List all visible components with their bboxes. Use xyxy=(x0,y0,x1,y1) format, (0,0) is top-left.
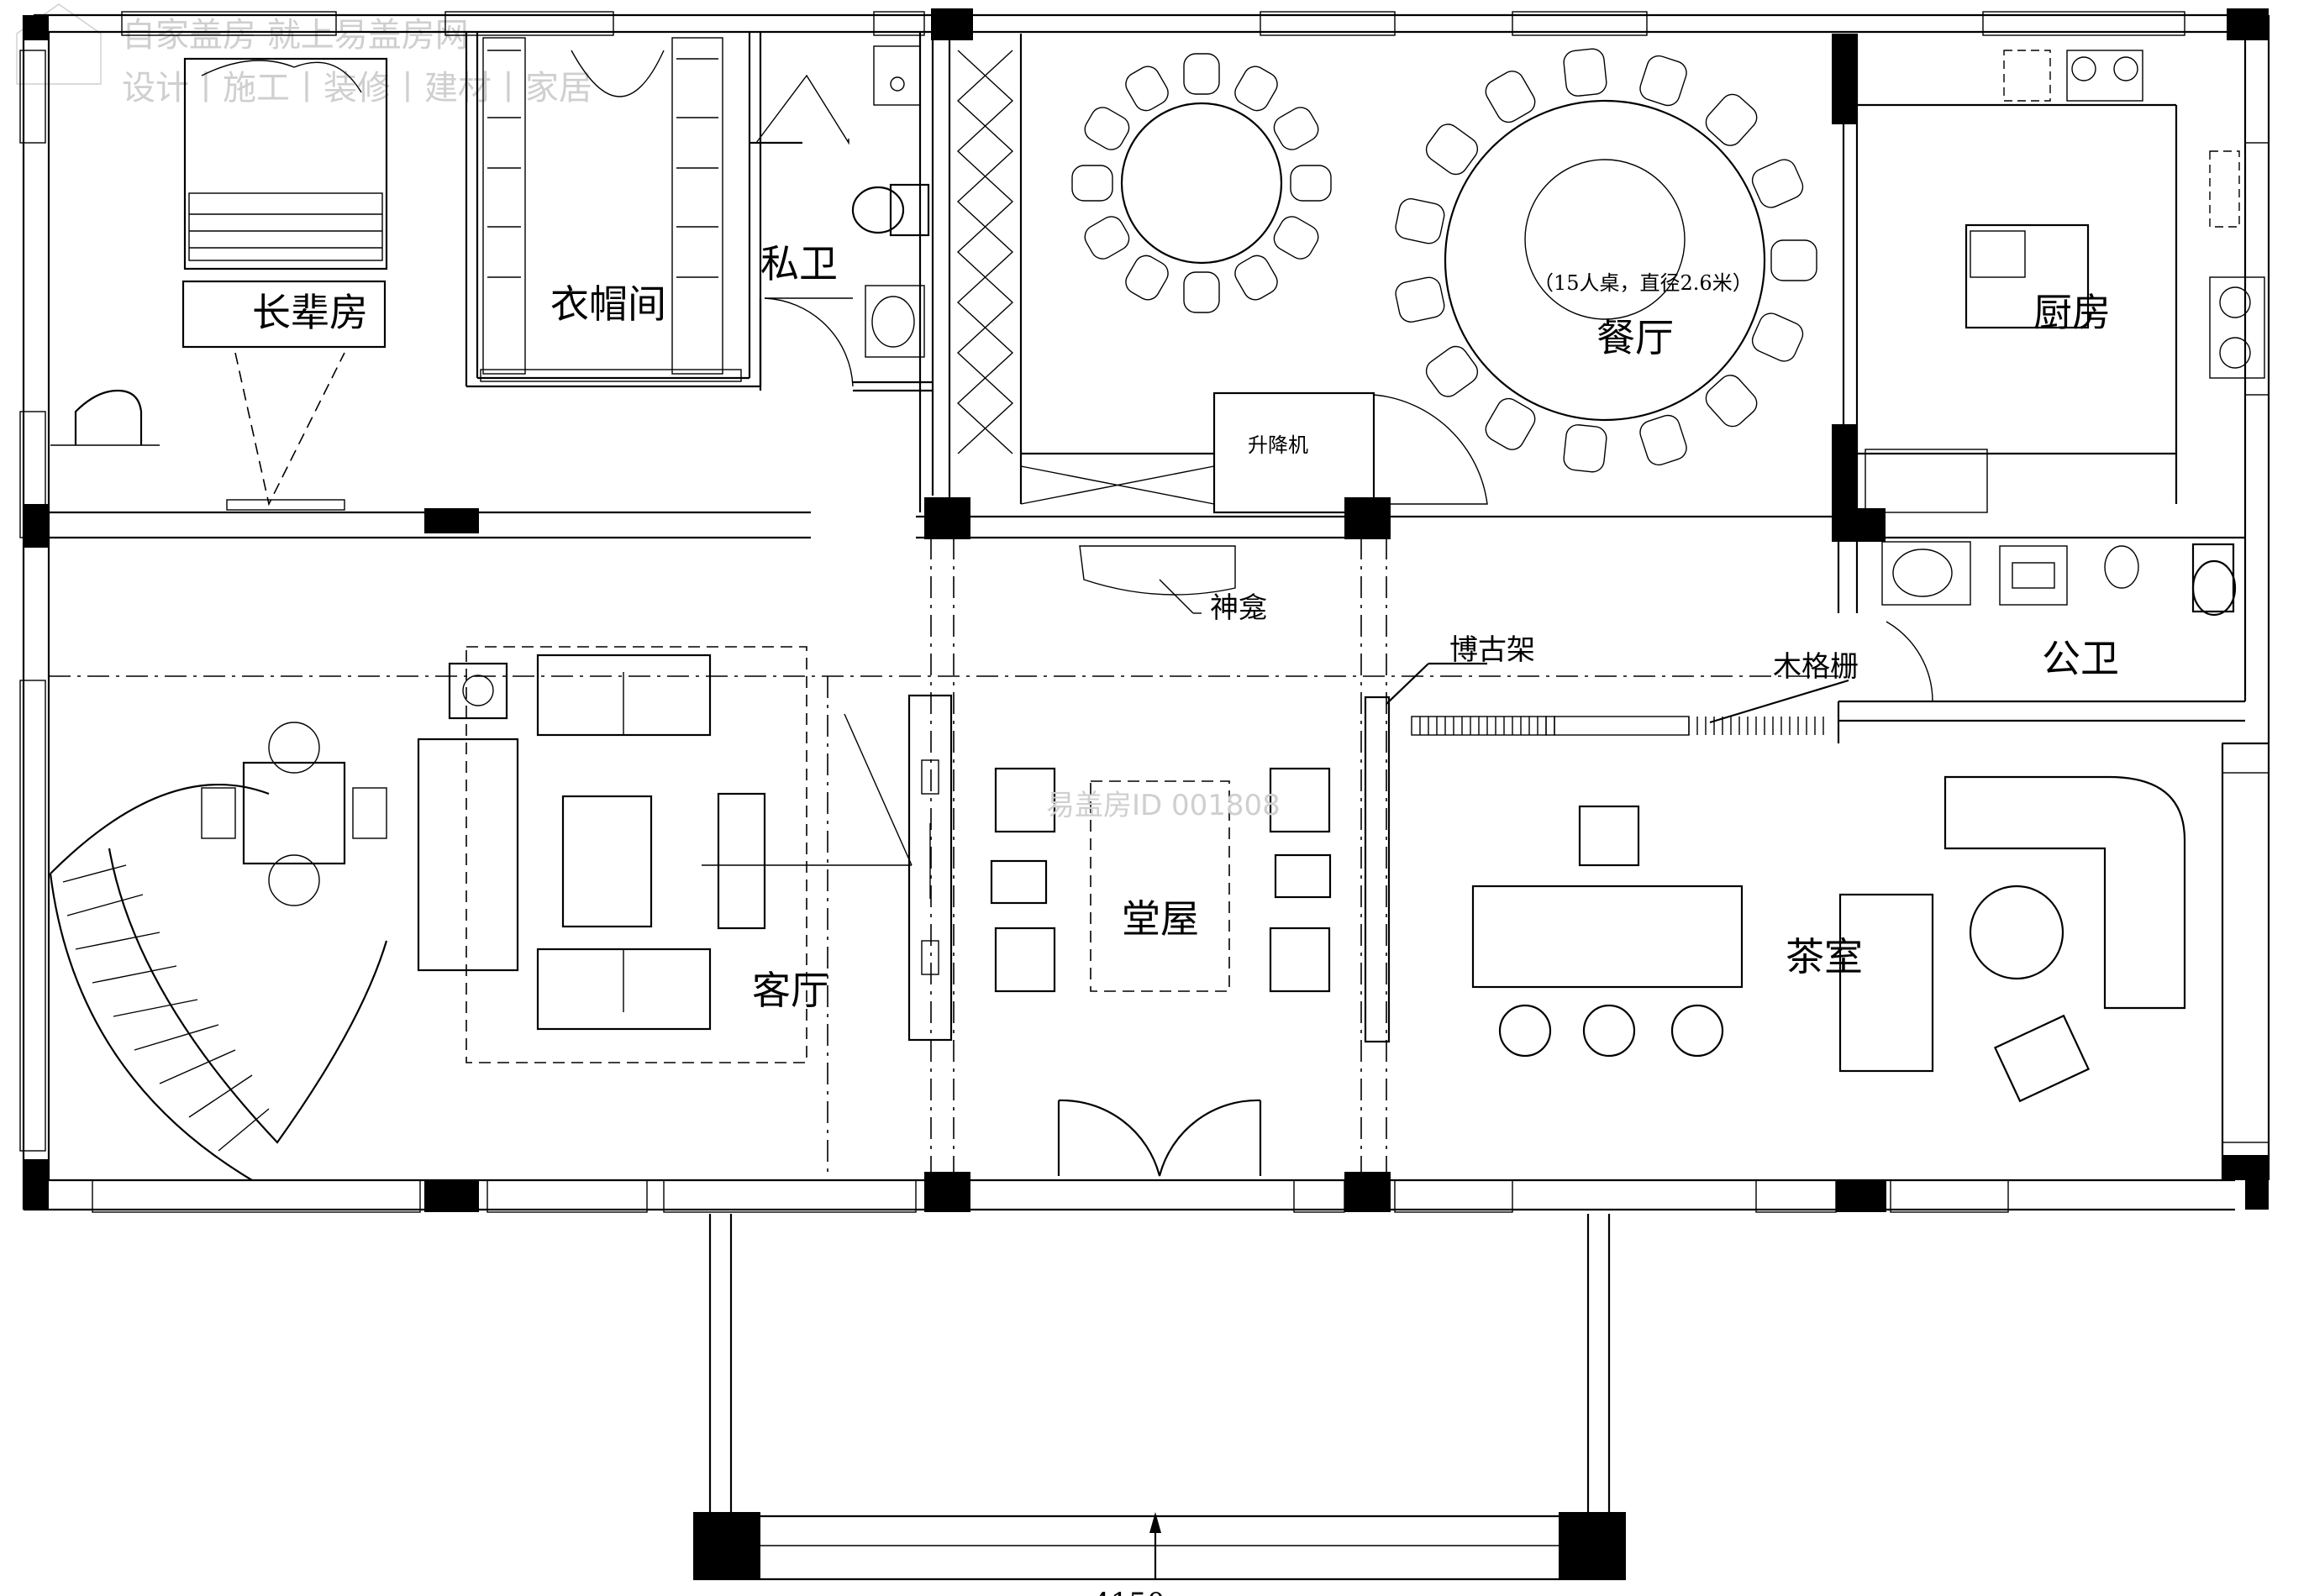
card-table xyxy=(242,761,346,865)
dimension-label: 4150 xyxy=(1092,1587,1165,1596)
main-hall xyxy=(990,767,1332,1177)
elder-room xyxy=(50,57,388,511)
dining-chair xyxy=(1485,397,1536,450)
armchair xyxy=(74,389,143,445)
label-curio-shelf: 博古架 xyxy=(1449,633,1535,667)
dining-chair xyxy=(1425,345,1479,397)
elevator-label: 升降机 xyxy=(1248,433,1308,457)
dining-chair xyxy=(1751,312,1804,362)
label-cloakroom: 衣帽间 xyxy=(550,281,666,327)
watermark-id: 易盖房ID 001808 xyxy=(1046,789,1281,822)
tv-cabinet xyxy=(717,792,766,930)
dining-chair xyxy=(1705,93,1758,146)
dining-chair xyxy=(1183,271,1220,313)
entrance-door xyxy=(1057,1099,1262,1177)
round-table-large xyxy=(1444,99,1766,422)
tea-table xyxy=(1471,885,1744,989)
label-kitchen: 厨房 xyxy=(2033,290,2111,335)
dining-chair xyxy=(1084,107,1130,150)
label-living: 客厅 xyxy=(752,968,829,1013)
cloakroom xyxy=(480,37,742,382)
toilet xyxy=(889,183,930,237)
tea-sofa xyxy=(1838,893,1934,1073)
dining-chair xyxy=(1485,71,1536,123)
dining-chair xyxy=(1183,53,1220,95)
dining-chair xyxy=(1395,198,1445,244)
stair-elevator: 升降机 xyxy=(956,50,1488,505)
dining-chair xyxy=(1071,165,1113,202)
bed xyxy=(183,57,388,270)
dining-chair xyxy=(1751,159,1804,208)
island xyxy=(1964,223,2090,329)
dining-chair xyxy=(1234,66,1278,112)
sofa-left xyxy=(417,738,519,972)
dining-chair xyxy=(1234,255,1278,301)
dining-chair xyxy=(1125,255,1169,301)
label-private-bath: 私卫 xyxy=(760,241,838,286)
bedside-table xyxy=(181,280,387,349)
windows xyxy=(19,11,2270,1213)
living-room xyxy=(49,646,913,1181)
round-table-small xyxy=(1120,102,1283,265)
dining-room xyxy=(1120,99,1766,422)
generated-fixtures xyxy=(1071,48,1817,473)
dining-chair xyxy=(1125,66,1169,112)
dining-chair xyxy=(1273,216,1319,260)
watermark: 自家盖房 就上易盖房网 设计丨施工丨装修丨建材丨家居 xyxy=(16,3,592,108)
label-elder-room: 长辈房 xyxy=(252,290,368,335)
wood-grille xyxy=(1411,716,1824,736)
private-bath xyxy=(755,45,930,387)
coffee-table xyxy=(561,795,653,928)
grid-lines xyxy=(49,516,1838,1176)
room-labels: 长辈房 衣帽间 私卫 餐厅 （15人桌，直径2.6米） 厨房 神龛 博古架 木格… xyxy=(252,241,2119,1013)
dining-chair xyxy=(1395,276,1445,323)
dining-chair xyxy=(1639,414,1687,466)
porch: 4150 xyxy=(693,1214,1626,1596)
kitchen xyxy=(1857,50,2265,513)
interior-walls xyxy=(49,32,2245,743)
dining-chair xyxy=(1084,216,1130,260)
spiral-stair xyxy=(49,784,388,1181)
dining-chair xyxy=(1770,239,1817,281)
screen-partition xyxy=(907,694,953,1042)
tea-room xyxy=(1471,743,2270,1160)
dining-chair xyxy=(1563,48,1607,97)
dining-chair xyxy=(1705,375,1758,428)
label-dining: 餐厅 xyxy=(1596,315,1674,360)
dining-chair xyxy=(1290,165,1332,202)
dining-chair xyxy=(1563,424,1607,473)
watermark-line2: 设计丨施工丨装修丨建材丨家居 xyxy=(122,69,592,108)
label-main-hall: 堂屋 xyxy=(1122,896,1199,942)
public-bath xyxy=(1881,541,2237,702)
label-tea-room: 茶室 xyxy=(1786,934,1863,979)
dining-chair xyxy=(1639,55,1687,107)
label-table-note: （15人桌，直径2.6米） xyxy=(1533,271,1753,295)
dining-chair xyxy=(1425,123,1479,176)
shrine-altar xyxy=(1079,545,1236,596)
sectional-sofa xyxy=(1943,775,2186,1010)
label-wood-grille: 木格栅 xyxy=(1773,650,1859,684)
label-public-bath: 公卫 xyxy=(2042,636,2119,681)
dining-chair xyxy=(1273,107,1319,150)
main-hall-fixtures xyxy=(907,545,1849,1043)
label-shrine: 神龛 xyxy=(1210,591,1267,625)
